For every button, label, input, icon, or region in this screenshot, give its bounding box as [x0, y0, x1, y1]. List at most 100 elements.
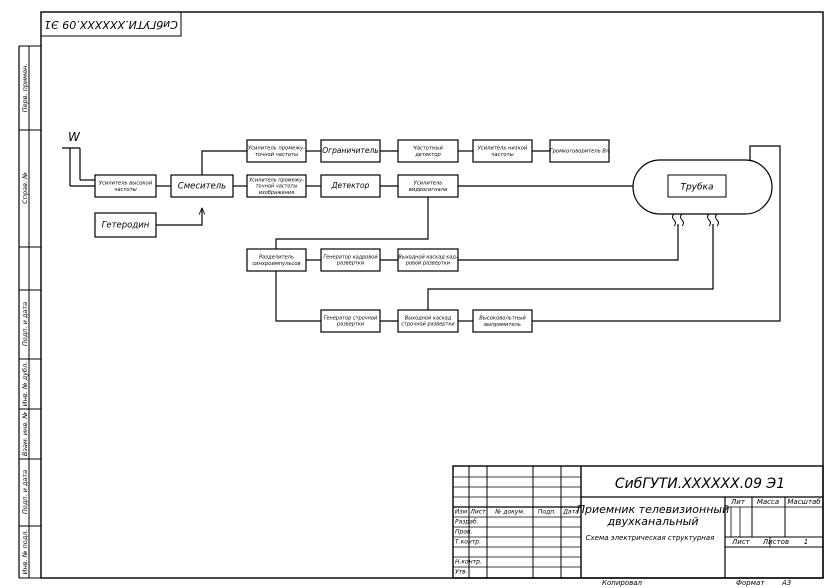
designation: СибГУТИ.XXXXXX.09 Э1 [615, 476, 785, 492]
block-frame [94, 174, 157, 198]
block-label: развертки [336, 322, 365, 328]
block-label: Усилитель промежу- [248, 145, 305, 151]
block-frame [320, 248, 381, 272]
block-label: Усилитель [414, 180, 443, 186]
block-frame [397, 174, 459, 198]
header-sign: Подп. [538, 509, 556, 516]
block-frame [320, 174, 381, 198]
block-label: детектор [414, 152, 441, 158]
block-label: точной частоты [256, 184, 298, 190]
block-label: строчной развертки [401, 322, 455, 328]
top-stamp-text: СибГУТИ.XXXXXX.09 Э1 [44, 18, 178, 31]
block-frame [170, 174, 234, 198]
block-label: Частотный [413, 145, 443, 151]
title-block [452, 465, 824, 579]
header-date: Дата [562, 509, 579, 516]
header-izm: Изм [455, 509, 468, 516]
block-label: Генератор кадровой [323, 254, 378, 260]
product-name-line1: Приемник телевизионный [577, 503, 730, 516]
role-approved: Утв. [455, 569, 468, 576]
role-developer: Разраб. [455, 519, 479, 526]
side-label: Инв. № подл. [21, 530, 29, 575]
crt-tube: Трубка [632, 159, 773, 227]
block-frame [397, 309, 459, 333]
side-label: Подп. и дата [21, 470, 29, 514]
role-norm-control: Н.контр. [455, 559, 482, 566]
antenna-label: W [68, 130, 81, 144]
block-label: Гетеродин [102, 221, 150, 231]
block-label: ровой развертки [405, 261, 451, 267]
block-label: изображения [259, 190, 294, 196]
block-frame [246, 139, 307, 163]
crt-label: Трубка [680, 183, 713, 193]
side-label: Инв. № дубл. [21, 362, 29, 406]
scale-label: Масштаб [787, 498, 821, 506]
block-limiter: Ограничитель [320, 139, 381, 163]
block-label: Выходной каскад [405, 315, 452, 321]
block-label: Громкоговоритель Вл [550, 149, 610, 155]
document-type: Схема электрическая структурная [586, 534, 715, 542]
sheet-label: Лист [731, 538, 751, 546]
block-label: видеосигнала [409, 187, 447, 193]
block-label: частоты [114, 187, 136, 193]
block-frame-out: Выходной каскад кад-ровой развертки [397, 248, 459, 272]
block-label: Усилитель высокой [99, 180, 153, 186]
side-label: Взам. инв. № [21, 412, 29, 456]
header-doc-no: № докум. [494, 509, 525, 516]
block-frame [246, 174, 307, 198]
block-frame [397, 248, 459, 272]
outer-frame [40, 11, 824, 579]
lit-label: Лит [730, 498, 746, 506]
format-label: Формат [736, 579, 765, 587]
block-frame [320, 139, 381, 163]
block-if-sound: Усилитель промежу-точной частоты [246, 139, 307, 163]
block-frame [246, 248, 307, 272]
mass-label: Масса [757, 498, 779, 506]
block-label: Смеситель [178, 182, 226, 192]
copied-label: Копировал [602, 579, 643, 587]
block-label: Генератор строчной [324, 315, 378, 321]
block-if-video: Усилитель промежу-точной частотыизображе… [246, 174, 307, 198]
side-label: Подп. и дата [21, 302, 29, 346]
header-list: Лист [469, 509, 486, 516]
side-label: Справ. № [21, 172, 29, 204]
role-tech-control: Т.контр. [455, 539, 481, 546]
side-label: Перв. примен. [21, 64, 29, 113]
title-block-text: СибГУТИ.XXXXXX.09 Э1 Приемник телевизион… [455, 476, 821, 587]
block-label: развертки [336, 261, 365, 267]
role-checker: Пров. [455, 529, 473, 536]
block-mixer: Смеситель [170, 174, 234, 198]
left-strip: Перв. примен. Справ. № Подп. и дата Инв.… [18, 45, 41, 579]
block-label: Высоковольтный [479, 315, 526, 321]
block-detector: Детектор [320, 174, 381, 198]
block-heterodyne: Гетеродин [94, 212, 157, 238]
block-label: точной частоты [255, 152, 298, 158]
format-value: А3 [781, 579, 791, 587]
block-label: Ограничитель [322, 146, 378, 155]
product-name-line2: двухканальный [607, 515, 699, 528]
connections [62, 145, 781, 322]
block-label: Разделитель [259, 254, 294, 260]
block-frame [549, 139, 610, 163]
block-label: синхроимпульсов [252, 261, 300, 267]
block-label: Усилитель промежу- [249, 177, 304, 183]
block-label: выпрямитель [484, 322, 521, 328]
block-label: Выходной каскад кад- [398, 254, 458, 260]
block-frame [472, 139, 533, 163]
sheets-label: Листов [762, 538, 789, 546]
block-frame [320, 309, 381, 333]
block-label: Детектор [331, 181, 370, 190]
block-label: Усилитель низкой [478, 145, 528, 151]
top-stamp: СибГУТИ.XXXXXX.09 Э1 [40, 11, 182, 37]
